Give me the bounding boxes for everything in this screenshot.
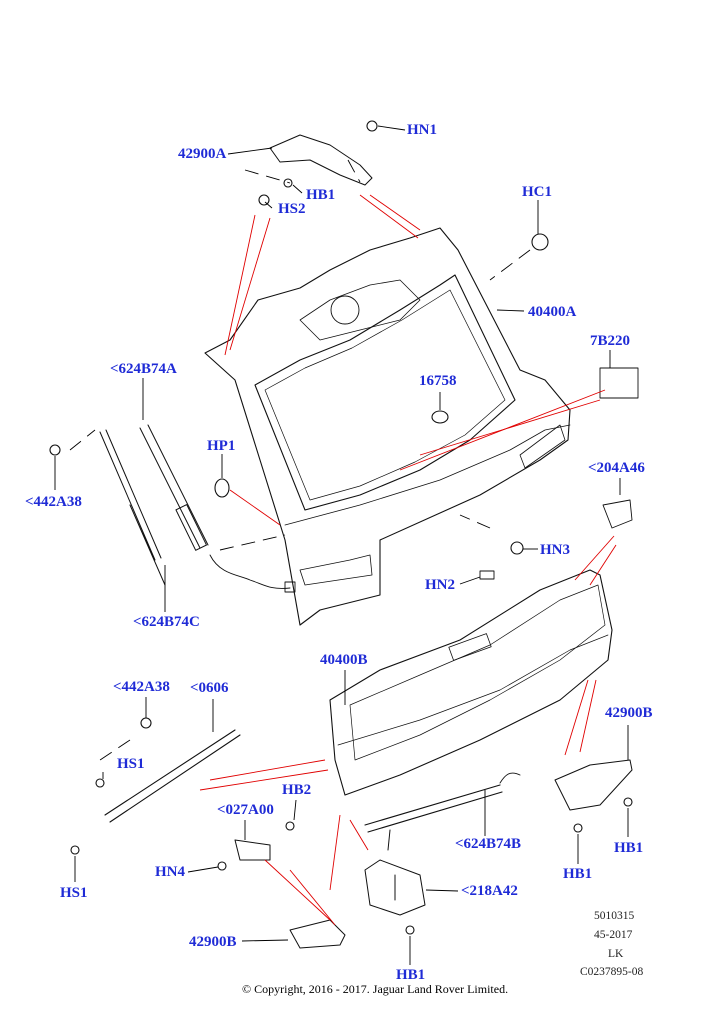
fastener-442A38-mid (140, 717, 152, 729)
callout-624B74A: <624B74A (110, 361, 177, 377)
hinge-bottom-right (554, 759, 633, 811)
lower-strut-cable (499, 772, 521, 784)
rear-window-outline (254, 274, 516, 511)
lower-panel-inner (349, 584, 606, 761)
gas-strut-lower-right (364, 784, 503, 833)
strut-connector (284, 581, 296, 593)
callout-218A42: <218A42 (461, 883, 518, 899)
hinge-top (269, 134, 373, 186)
callout-442A38-top: <442A38 (25, 494, 82, 510)
info-line-3: LK (608, 948, 624, 960)
callout-hn4: HN4 (155, 864, 185, 880)
fastener-hn2 (479, 570, 495, 580)
red-guide-lines (199, 194, 617, 926)
callout-hc1: HC1 (522, 184, 552, 200)
rear-window-inner (264, 289, 506, 501)
fastener-hs2 (258, 194, 270, 206)
callout-42900B-right: 42900B (605, 705, 653, 721)
copyright: © Copyright, 2016 - 2017. Jaguar Land Ro… (242, 982, 509, 996)
callout-hn3: HN3 (540, 542, 570, 558)
callout-hb1-right-a: HB1 (614, 840, 644, 856)
callout-40400A: 40400A (528, 304, 577, 320)
callout-hn1: HN1 (407, 122, 437, 138)
callout-204A46: <204A46 (588, 460, 645, 476)
hinge-bottom-left (289, 919, 346, 949)
callout-hb1-top: HB1 (306, 187, 336, 203)
info-line-4: C0237895-08 (580, 966, 644, 978)
callout-16758: 16758 (419, 373, 457, 389)
leader-lines (54, 125, 629, 965)
gas-strut-1 (99, 429, 166, 586)
callout-027A00: <027A00 (217, 802, 274, 818)
info-line-1: 5010315 (594, 910, 635, 922)
callout-624B74B: <624B74B (455, 836, 522, 852)
latch-post (387, 829, 396, 901)
latch-bracket (364, 859, 426, 916)
callout-42900B-left: 42900B (189, 934, 237, 950)
fastener-hn4 (217, 861, 227, 871)
callout-hb1-right-b: HB1 (563, 866, 593, 882)
lower-tailgate-outline (329, 569, 613, 796)
callout-hb2: HB2 (282, 782, 312, 798)
upper-tailgate-outline (204, 227, 571, 626)
part-204A46 (602, 499, 633, 529)
gas-strut-2 (139, 424, 209, 549)
light-cluster-upper (299, 554, 373, 586)
fastener-hb1-right-b (573, 823, 583, 833)
fastener-hb1-top (283, 178, 293, 188)
part-7B220 (599, 367, 639, 399)
fastener-hs1-lower (70, 845, 80, 855)
strut-cable (209, 554, 291, 589)
info-line-2: 45-2017 (594, 929, 633, 941)
fastener-hn3 (510, 541, 524, 555)
callout-hs1-lower: HS1 (60, 885, 88, 901)
callout-0606: <0606 (190, 680, 229, 696)
fastener-hb1-right-a (623, 797, 633, 807)
upper-panel-lower-edge (284, 424, 571, 526)
right-lamp-upper (519, 424, 566, 469)
wiper-motor (330, 295, 360, 325)
fastener-442A38-top (49, 444, 61, 456)
callout-hs1-upper: HS1 (117, 756, 145, 772)
fastener-hb1-bottom (405, 925, 415, 935)
bracket-hn4 (234, 839, 271, 861)
callout-hb1-bottom: HB1 (396, 967, 426, 983)
callout-442A38-mid: <442A38 (113, 679, 170, 695)
hinge-area-detail (299, 279, 421, 341)
lower-panel-edge (337, 634, 609, 746)
part-16758 (431, 410, 449, 424)
latch-handle (448, 633, 492, 661)
callout-40400B: 40400B (320, 652, 368, 668)
strut-2-cylinder (175, 504, 207, 551)
callout-42900A: 42900A (178, 146, 227, 162)
gas-strut-lower-left (104, 729, 241, 823)
fastener-hb2 (285, 821, 295, 831)
fastener-hs1-upper (95, 778, 105, 788)
callout-hn2: HN2 (425, 577, 455, 593)
dashed-leaders (69, 159, 531, 761)
callout-hs2: HS2 (278, 201, 306, 217)
fastener-hc1 (531, 233, 549, 251)
fastener-hn1 (366, 120, 378, 132)
callout-7B220: 7B220 (590, 333, 631, 349)
plug-hp1 (214, 478, 230, 498)
callout-hp1: HP1 (207, 438, 236, 454)
callout-624B74C: <624B74C (133, 614, 200, 630)
